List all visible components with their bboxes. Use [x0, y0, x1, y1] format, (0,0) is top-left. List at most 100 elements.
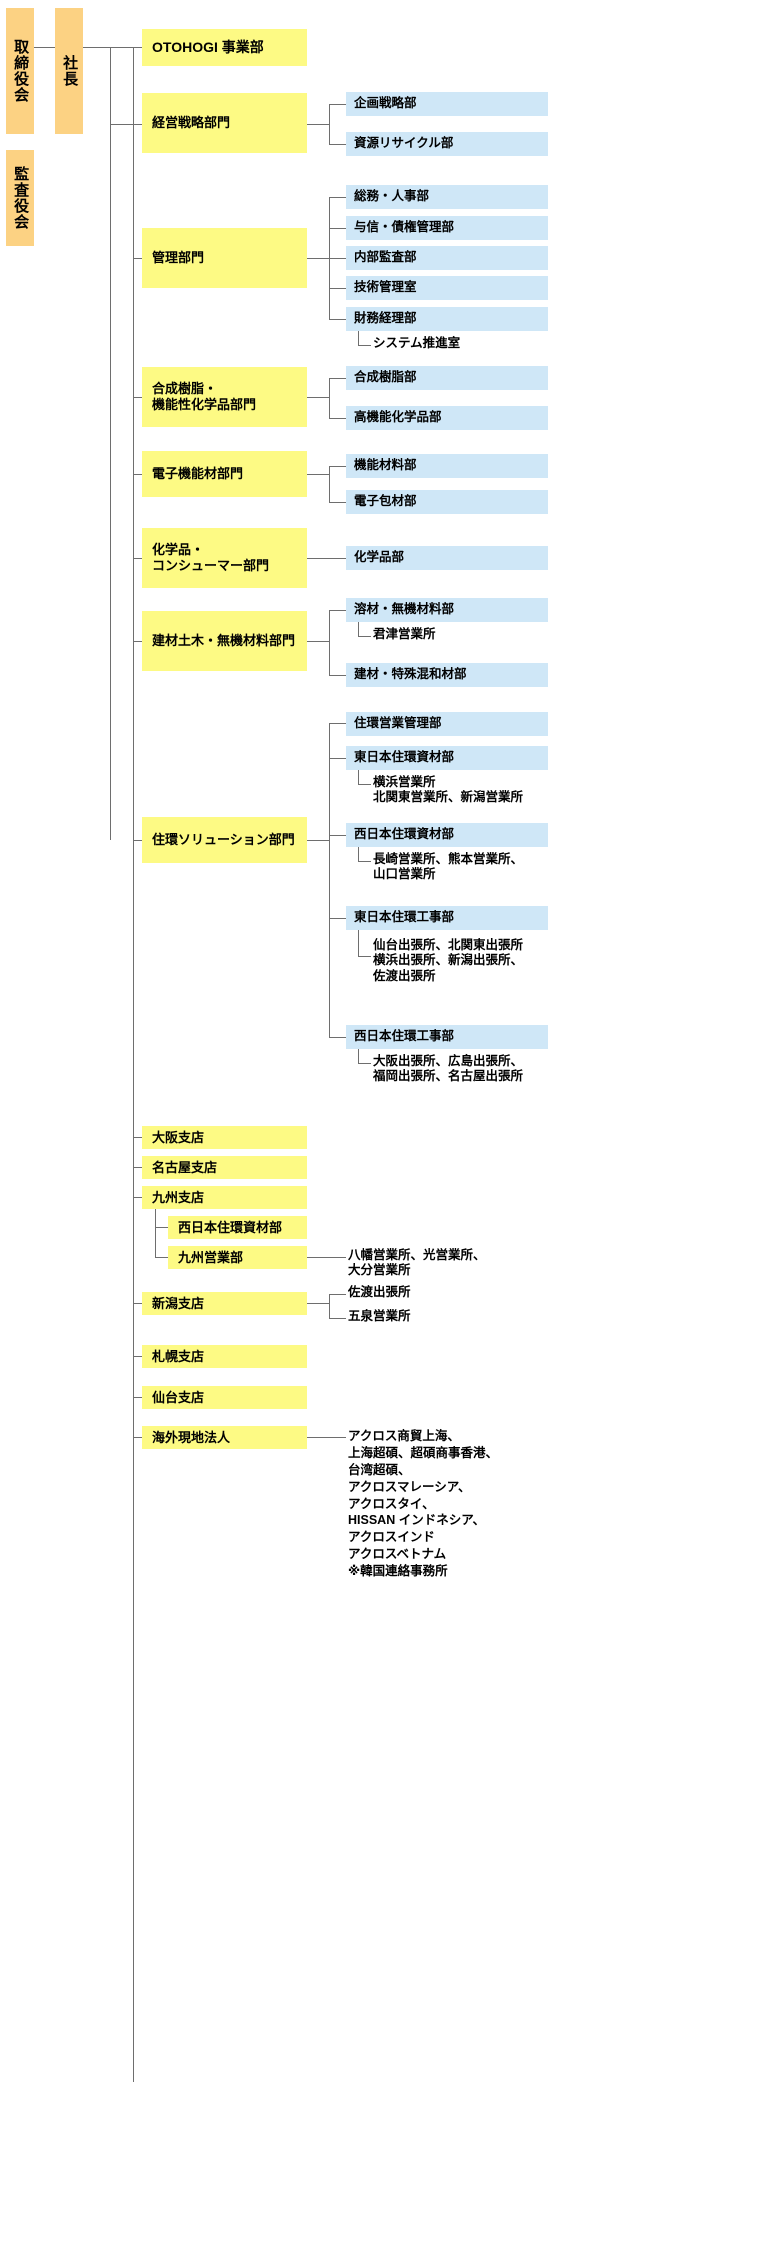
connector-div-2 [133, 258, 142, 259]
office-box-nishi-shizai: 長崎営業所、熊本営業所、 山口営業所 [373, 852, 524, 882]
office-box-system: システム推進室 [373, 336, 461, 350]
branchline-denshi [329, 466, 330, 502]
connector-nishi-koji-office [358, 1063, 371, 1064]
connector-div-6 [133, 641, 142, 642]
connector-nishi-shizai-office [358, 861, 371, 862]
connector-jukan-0 [329, 723, 346, 724]
connector-gosei-out [307, 397, 329, 398]
president-box: 社長 [55, 8, 83, 134]
connector-div-5 [133, 558, 142, 559]
connector-kenzai-1 [329, 675, 346, 676]
connector-kimitsu [358, 636, 371, 637]
branchline-niigata [329, 1294, 330, 1318]
main-trunk-upper [110, 47, 111, 840]
branch-sub-box-nishi-shizai: 西日本住環資材部 [168, 1216, 307, 1239]
connector-branch-5 [133, 1397, 142, 1398]
department-box-higashi-koji: 東日本住環工事部 [346, 906, 548, 930]
division-box-kagaku: 化学品・ コンシューマー部門 [142, 528, 307, 588]
branch-box-osaka: 大阪支店 [142, 1126, 307, 1149]
department-box-higashi-shizai: 東日本住環資材部 [346, 746, 548, 770]
connector-keiei-0 [329, 104, 346, 105]
division-box-jukan: 住環ソリューション部門 [142, 817, 307, 863]
branchline-system [358, 331, 359, 345]
connector-denshi-1 [329, 502, 346, 503]
office-box-goizumi: 五泉営業所 [348, 1309, 411, 1323]
department-box-goseijushi: 合成樹脂部 [346, 366, 548, 390]
department-box-kagakuhin: 化学品部 [346, 546, 548, 570]
department-box-zaimu: 財務経理部 [346, 307, 548, 331]
branch-box-nagoya: 名古屋支店 [142, 1156, 307, 1179]
connector-branch-1 [133, 1167, 142, 1168]
department-box-nishi-shizai: 西日本住環資材部 [346, 823, 548, 847]
connector-niigata-out [307, 1303, 329, 1304]
connector-system [358, 345, 371, 346]
branchline-higashi-shizai [358, 770, 359, 784]
connector-branch-2 [133, 1197, 142, 1198]
connector-kanri-3 [329, 288, 346, 289]
connector-kagaku-out [307, 558, 346, 559]
office-box-higashi-koji: 仙台出張所、北関東出張所 横浜出張所、新潟出張所、 佐渡出張所 [373, 938, 524, 983]
connector-niigata-0 [329, 1294, 346, 1295]
connector-gosei-0 [329, 378, 346, 379]
connector-higashi-shizai-office [358, 784, 371, 785]
department-box-nishi-koji: 西日本住環工事部 [346, 1025, 548, 1049]
department-box-shigen: 資源リサイクル部 [346, 132, 548, 156]
office-box-kyushu: 八幡営業所、光営業所、 大分営業所 [348, 1248, 486, 1278]
connector-keiei-out [307, 124, 329, 125]
branchline-gosei [329, 378, 330, 418]
connector-denshi-0 [329, 466, 346, 467]
branch-sub-box-kyushu-eigyo: 九州営業部 [168, 1246, 307, 1269]
department-box-denshihouzai: 電子包材部 [346, 490, 548, 514]
connector-div-7 [133, 840, 142, 841]
office-box-overseas: アクロス商貿上海、 上海超碩、超碩商事香港、 台湾超碩、 アクロスマレーシア、 … [348, 1429, 499, 1578]
connector-branch-3 [133, 1303, 142, 1304]
office-box-nishi-koji: 大阪出張所、広島出張所、 福岡出張所、名古屋出張所 [373, 1054, 524, 1084]
department-box-gijutsu: 技術管理室 [346, 276, 548, 300]
connector-div-1 [110, 124, 142, 125]
branch-box-overseas: 海外現地法人 [142, 1426, 307, 1449]
department-box-soumu: 総務・人事部 [346, 185, 548, 209]
branchline-kyushu [155, 1209, 156, 1257]
department-box-kinouzairyo: 機能材料部 [346, 454, 548, 478]
connector-denshi-out [307, 474, 329, 475]
main-trunk-lower [133, 47, 134, 2082]
connector-kanri-out [307, 258, 329, 259]
connector-div-4 [133, 474, 142, 475]
branchline-kimitsu [358, 622, 359, 636]
connector-president-trunk [83, 47, 110, 48]
branch-box-niigata: 新潟支店 [142, 1292, 307, 1315]
connector-kanri-2 [329, 258, 346, 259]
connector-jukan-2 [329, 835, 346, 836]
connector-kenzai-0 [329, 610, 346, 611]
department-box-kikaku: 企画戦略部 [346, 92, 548, 116]
connector-keiei-1 [329, 144, 346, 145]
branchline-jukan [329, 723, 330, 1037]
connector-gosei-1 [329, 418, 346, 419]
department-box-koukinou: 高機能化学品部 [346, 406, 548, 430]
branch-box-sapporo: 札幌支店 [142, 1345, 307, 1368]
branchline-keiei [329, 104, 330, 144]
department-box-yoshin: 与信・債権管理部 [346, 216, 548, 240]
branchline-nishi-shizai [358, 847, 359, 861]
connector-kanri-0 [329, 197, 346, 198]
connector-board-president [34, 47, 55, 48]
branchline-nishi-koji [358, 1049, 359, 1063]
branch-box-kyushu: 九州支店 [142, 1186, 307, 1209]
connector-overseas-list [307, 1437, 346, 1438]
division-box-otohogi: OTOHOGI 事業部 [142, 29, 307, 66]
division-box-gosei: 合成樹脂・ 機能性化学品部門 [142, 367, 307, 427]
connector-jukan-out [307, 840, 329, 841]
division-box-kanri: 管理部門 [142, 228, 307, 288]
department-box-youzai: 溶材・無機材料部 [346, 598, 548, 622]
office-box-higashi-shizai: 横浜営業所 北関東営業所、新潟営業所 [373, 775, 524, 805]
connector-jukan-3 [329, 918, 346, 919]
office-box-sado: 佐渡出張所 [348, 1285, 411, 1299]
connector-div-0 [110, 47, 142, 48]
connector-branch-0 [133, 1137, 142, 1138]
department-box-naibu: 内部監査部 [346, 246, 548, 270]
division-box-keiei: 経営戦略部門 [142, 93, 307, 153]
connector-higashi-koji-office [358, 956, 371, 957]
board-of-directors-box: 取締役会 [6, 8, 34, 134]
connector-kyushu-0 [155, 1227, 168, 1228]
